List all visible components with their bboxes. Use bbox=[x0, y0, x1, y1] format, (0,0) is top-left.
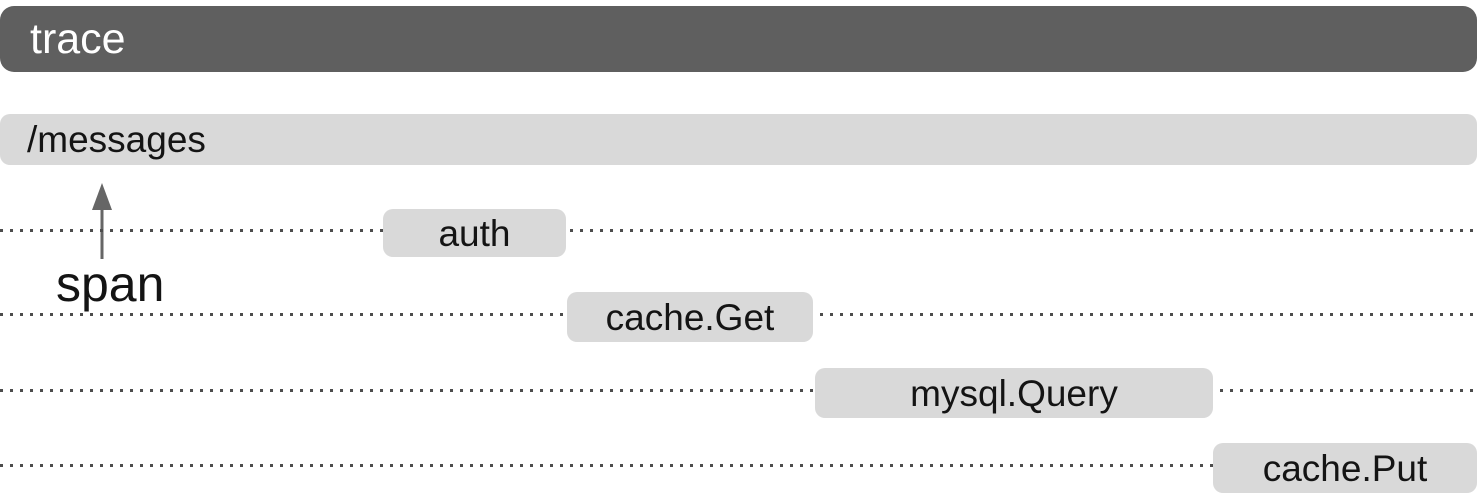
timeline-dotted-line bbox=[0, 389, 1480, 392]
arrow-up-icon bbox=[92, 183, 112, 259]
root-span-label: /messages bbox=[27, 119, 206, 160]
span-box-cache-put: cache.Put bbox=[1213, 443, 1477, 493]
timeline-dotted-line bbox=[0, 464, 1480, 467]
root-span-bar: /messages bbox=[0, 114, 1477, 165]
trace-label: trace bbox=[30, 14, 126, 63]
span-box-label: cache.Put bbox=[1262, 447, 1428, 489]
timeline-dotted-line bbox=[0, 229, 1480, 232]
span-box-cache-get: cache.Get bbox=[567, 292, 813, 342]
span-box-auth: auth bbox=[383, 209, 566, 257]
span-annotation-label: span bbox=[56, 256, 165, 312]
span-box-label: mysql.Query bbox=[910, 372, 1118, 414]
span-box-label: cache.Get bbox=[605, 296, 775, 338]
span-box-label: auth bbox=[438, 212, 511, 254]
span-box-mysql-query: mysql.Query bbox=[815, 368, 1213, 418]
trace-bar: trace bbox=[0, 6, 1477, 72]
